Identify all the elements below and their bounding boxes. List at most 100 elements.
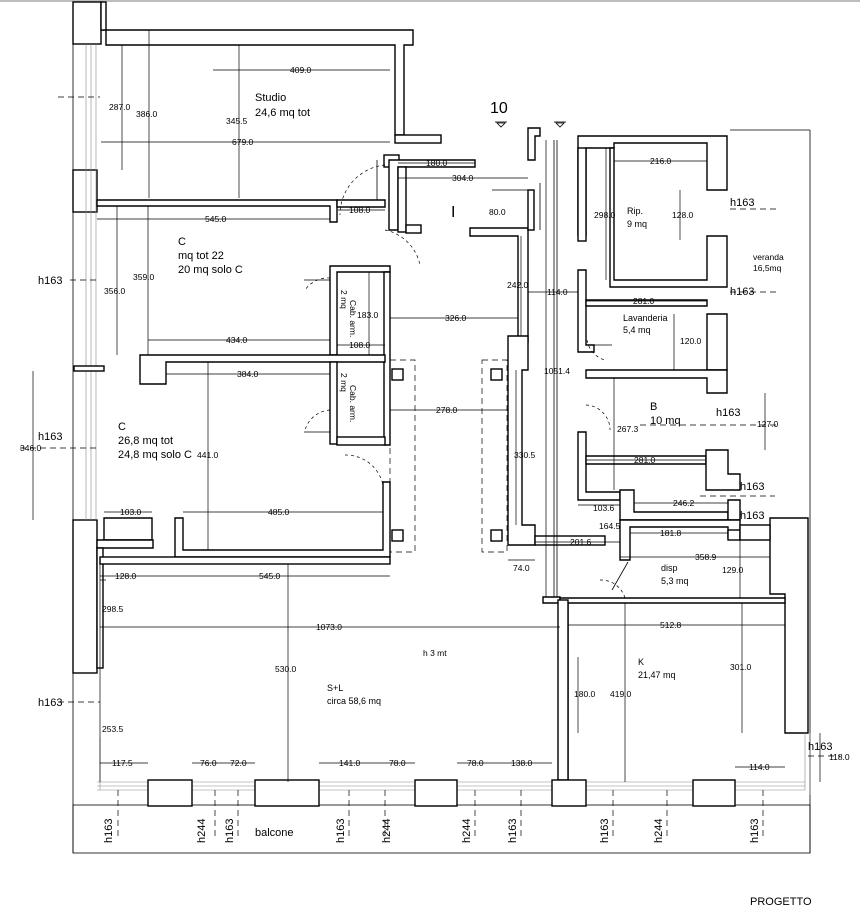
room-label-c2-area-total: 26,8 mq tot xyxy=(118,435,173,447)
dim-label: 304.0 xyxy=(452,173,474,183)
height-mark: h163 xyxy=(38,431,62,443)
dim-label: 242.0 xyxy=(507,280,529,290)
wall xyxy=(101,29,414,136)
dim-label: 281.0 xyxy=(634,455,656,465)
dim-label: 164.5 xyxy=(599,521,621,531)
dim-label: 545.0 xyxy=(205,214,227,224)
height-mark: h163 xyxy=(749,819,761,843)
dim-label: 287.0 xyxy=(109,102,131,112)
wall xyxy=(577,135,728,236)
dim-label: 180.0 xyxy=(426,158,448,168)
dim-label: 253.5 xyxy=(102,724,124,734)
dim-label: 330.5 xyxy=(514,450,536,460)
height-mark: h163 xyxy=(808,741,832,753)
wall xyxy=(72,519,98,674)
dim-label: 679.0 xyxy=(232,137,254,147)
dim-label: 1073.0 xyxy=(316,622,342,632)
dim-label: 141.0 xyxy=(339,758,361,768)
room-label-c2-area-room: 24,8 mq solo C xyxy=(118,449,192,461)
wall xyxy=(174,481,391,558)
dim-label: 128.0 xyxy=(672,210,694,220)
cab2-label-area: 2 mq xyxy=(339,373,349,392)
height-mark: h244 xyxy=(461,819,473,843)
dim-label: 120.0 xyxy=(680,336,702,346)
wall xyxy=(585,369,728,394)
dim-label: 72.0 xyxy=(230,758,247,768)
dim-label: 419.0 xyxy=(610,689,632,699)
dim-label: 434.0 xyxy=(226,335,248,345)
dim-label: 127.0 xyxy=(757,419,779,429)
dim-label: 117.5 xyxy=(112,758,133,768)
wall xyxy=(73,365,105,372)
dim-label: 114.0 xyxy=(749,762,770,772)
height-mark: h163 xyxy=(716,407,740,419)
height-mark: h163 xyxy=(335,819,347,843)
height-mark: h244 xyxy=(653,819,665,843)
dim-label: 441.0 xyxy=(197,450,219,460)
dim-label: 103.6 xyxy=(593,503,615,513)
height-mark: h163 xyxy=(103,819,115,843)
dim-label: 180.0 xyxy=(574,689,596,699)
cab1-label-name: Cab. arm. xyxy=(348,300,358,337)
dim-label: 108.0 xyxy=(349,205,371,215)
room-label-studio-area: 24,6 mq tot xyxy=(255,107,310,119)
dim-label: 281.0 xyxy=(633,296,655,306)
height-mark: h163 xyxy=(599,819,611,843)
dim-label: 103.0 xyxy=(120,507,142,517)
dimension-lines xyxy=(32,30,821,782)
dim-label: 301.0 xyxy=(730,662,752,672)
dim-label: 138.0 xyxy=(511,758,533,768)
height-mark: h163 xyxy=(740,481,764,493)
dim-label: 78.0 xyxy=(467,758,484,768)
cab2-label-name: Cab. arm. xyxy=(348,385,358,422)
room-label-c1-area-room: 20 mq solo C xyxy=(178,264,243,276)
wall xyxy=(103,517,153,541)
room-label-lavanderia-area: 5,4 mq xyxy=(623,325,651,335)
room-label-c1-name: C xyxy=(178,236,186,248)
dim-label: 129.0 xyxy=(722,565,744,575)
wall xyxy=(577,269,595,353)
dim-label: 118.0 xyxy=(829,752,850,762)
height-mark: h244 xyxy=(381,819,393,843)
room-label-veranda-name: veranda xyxy=(753,252,784,262)
dim-label: 201.6 xyxy=(570,537,592,547)
dim-label: 346.0 xyxy=(20,443,42,453)
height-mark: h163 xyxy=(224,819,236,843)
wall xyxy=(507,335,536,546)
entry-marker xyxy=(496,122,506,128)
balcony-outline xyxy=(72,804,811,854)
dim-label: 359.0 xyxy=(133,272,155,282)
dim-label: 326.0 xyxy=(445,313,467,323)
height-mark: h244 xyxy=(196,819,208,843)
dim-label: 128.0 xyxy=(115,571,137,581)
room-label-c1-area-total: mq tot 22 xyxy=(178,250,224,262)
room-label-b-area: 10 mq xyxy=(650,415,681,427)
dim-label: 384.0 xyxy=(237,369,259,379)
wall xyxy=(139,354,386,385)
dim-label: 298.0 xyxy=(594,210,616,220)
dim-label: 267.3 xyxy=(617,424,639,434)
room-label-studio-name: Studio xyxy=(255,92,286,104)
room-label-lavanderia-name: Lavanderia xyxy=(623,313,668,323)
wall xyxy=(72,169,98,213)
height-mark: h163 xyxy=(730,197,754,209)
dim-label: 114.0 xyxy=(547,287,568,297)
dim-label: 345.5 xyxy=(226,116,248,126)
room-label-sl-name: S+L xyxy=(327,683,343,693)
wall xyxy=(147,779,193,807)
room-label-rip-name: Rip. xyxy=(627,206,643,216)
dim-label: 358.9 xyxy=(695,552,717,562)
room-label-disp-area: 5,3 mq xyxy=(661,576,689,586)
height-mark: h163 xyxy=(730,286,754,298)
room-label-b-name: B xyxy=(650,401,657,413)
entry-marker xyxy=(555,122,565,128)
marker-I: I xyxy=(451,204,455,221)
dim-label: 545.0 xyxy=(259,571,281,581)
sheet-label: PROGETTO xyxy=(750,896,812,908)
height-marks: h163 h163 h163 h163 h163 h163 h163 h163 … xyxy=(38,197,832,843)
dim-label: 183.0 xyxy=(357,310,379,320)
dim-label: 1051.4 xyxy=(544,366,570,376)
cab1-label-area: 2 mq xyxy=(339,290,349,309)
dim-label: 530.0 xyxy=(275,664,297,674)
